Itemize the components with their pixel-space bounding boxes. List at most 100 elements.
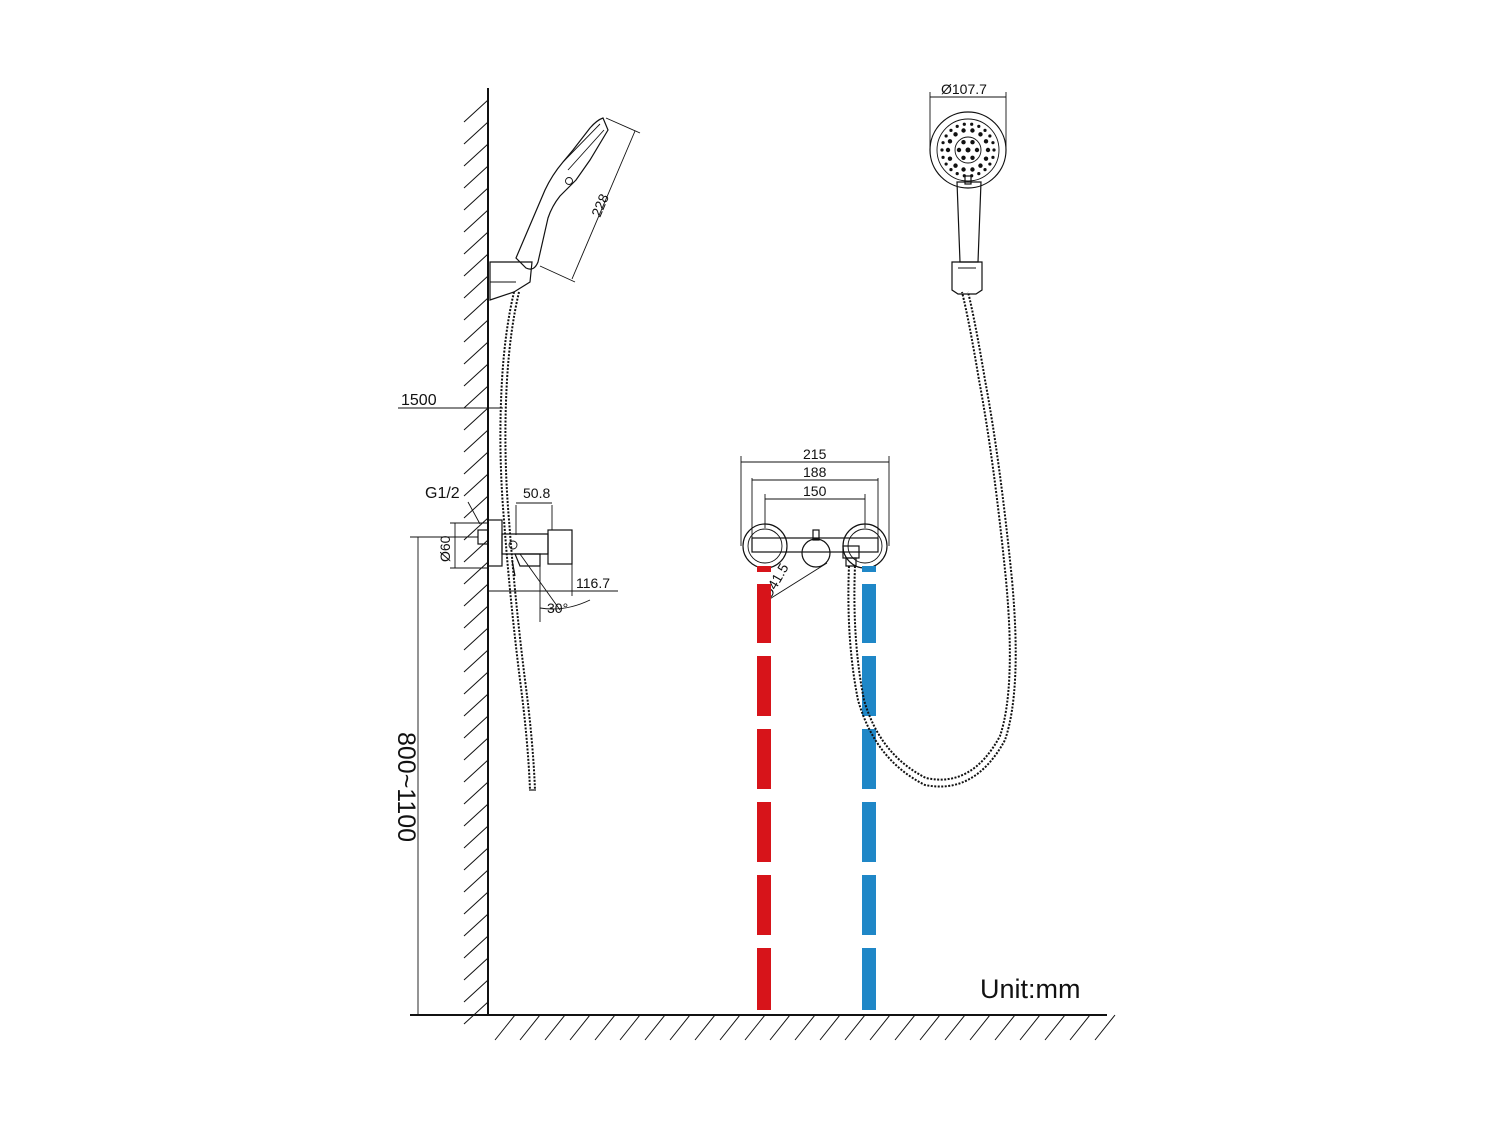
hatch-line [919,1014,941,1041]
nozzle [956,147,962,153]
dim-g12: G1/2 [425,485,481,525]
hatch-line [463,847,489,871]
hatch-line [619,1014,641,1041]
nozzle [961,167,966,172]
hot-pipe-segment [757,802,771,862]
hatch-line [463,253,489,277]
hatch-line [463,187,489,211]
hatch-line [463,979,489,1003]
dim-height-text: 800~1100 [392,732,420,842]
dim-116-text: 116.7 [576,575,610,591]
nozzle [961,128,966,133]
hatch-line [463,825,489,849]
pipes [757,566,876,1010]
cold-pipe-segment [862,656,876,716]
hatch-line [463,297,489,321]
hatch-line [944,1014,966,1041]
hatch-line [894,1014,916,1041]
nozzle [978,163,983,168]
nozzle [983,128,987,132]
hatch-line [694,1014,716,1041]
hatch-line [463,341,489,365]
hatch-line [463,869,489,893]
hatch-line [463,627,489,651]
dim-116: 116.7 [488,564,618,596]
dim-215-text: 215 [803,446,827,462]
nozzle [970,167,975,172]
hatch-line [1019,1014,1041,1041]
nozzle [945,147,951,153]
side-mixer [477,519,573,577]
hatch-line [463,451,489,475]
nozzle [977,124,981,128]
hatch-line [744,1014,766,1041]
dim-g12-text: G1/2 [425,485,460,502]
nozzle [955,124,959,128]
nozzle [978,132,983,137]
nozzle [944,162,948,166]
hot-pipe-segment [757,729,771,789]
nozzle [970,128,975,133]
hatch-line [463,407,489,431]
hatch-line [719,1014,741,1041]
nozzle [988,162,992,166]
hatch-line [463,803,489,827]
hatch-line [463,715,489,739]
hatch-line [463,429,489,453]
hatch-line [463,649,489,673]
hatch-line [819,1014,841,1041]
hatch-line [463,363,489,387]
dim-60-text: Ø60 [437,535,453,562]
nozzle [940,148,944,152]
nozzle [953,163,958,168]
dim-1500-text: 1500 [401,392,437,409]
hatch-line [463,99,489,123]
cold-pipe-segment [862,802,876,862]
hatch-line [463,957,489,981]
nozzle [992,148,996,152]
nozzle [985,147,991,153]
hatch-line [994,1014,1016,1041]
hatch-line [969,1014,991,1041]
hatch-line [463,891,489,915]
nozzle [965,147,971,153]
hatch-line [569,1014,591,1041]
hatch-line [463,209,489,233]
hatch-line [463,759,489,783]
hatch-line [463,165,489,189]
hatch-line [463,1001,489,1025]
front-handshower [929,111,1007,295]
nozzle [991,141,995,145]
nozzle [949,168,953,172]
cold-pipe-segment [862,948,876,1010]
dim-50-text: 50.8 [523,485,550,501]
front-hose [847,291,1017,788]
hatch-line [463,385,489,409]
nozzle [961,140,966,145]
hatch-line [644,1014,666,1041]
hatch-line [544,1014,566,1041]
cold-pipe-segment [862,566,876,572]
hatch-line [463,605,489,629]
cold-pipe-segment [862,584,876,643]
dim-188-text: 188 [803,464,827,480]
nozzle [944,134,948,138]
hatch-line [494,1014,516,1041]
dim-228: 228 [539,117,641,283]
hatch-line [463,473,489,497]
hatch-line [669,1014,691,1041]
dim-1500: 1500 [398,392,503,409]
nozzle [941,141,945,145]
hot-pipe-segment [757,948,771,1010]
dim-30-text: 30° [547,600,568,616]
nozzle [970,122,974,126]
dim-widths: 215 188 150 [740,446,890,546]
spray-nozzles [940,122,996,178]
cold-pipe-segment [862,875,876,935]
hatch-line [463,913,489,937]
hatch-line [463,671,489,695]
hatch-line [463,781,489,805]
hot-pipe-segment [757,566,771,572]
nozzle [991,155,995,159]
